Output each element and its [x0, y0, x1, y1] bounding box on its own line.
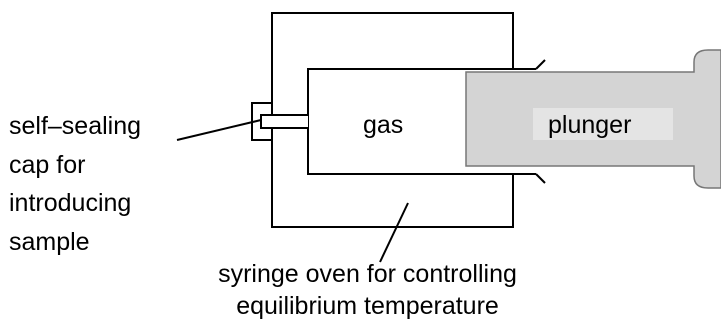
- oven-label-line-2: equilibrium temperature: [236, 292, 499, 320]
- gas-label: gas: [363, 111, 404, 139]
- cap-label-line-3: introducing: [9, 189, 132, 217]
- cap-label: self–sealing cap for introducing sample: [9, 107, 141, 261]
- oven-label: syringe oven for controlling equilibrium…: [205, 258, 530, 322]
- barrel-flare-top: [535, 59, 546, 70]
- plunger-label: plunger: [548, 111, 632, 139]
- cap-label-line-4: sample: [9, 227, 90, 256]
- cap-label-line-2: cap for: [9, 150, 86, 179]
- needle-inlet: [260, 114, 308, 129]
- plunger-label-panel: [533, 108, 673, 140]
- oven-label-line-1: syringe oven for controlling: [218, 260, 517, 288]
- cap-pointer-line: [176, 119, 262, 141]
- oven-pointer-line: [379, 202, 409, 263]
- barrel-flare-bottom: [535, 173, 546, 184]
- cap-label-line-1: self–sealing: [9, 112, 142, 140]
